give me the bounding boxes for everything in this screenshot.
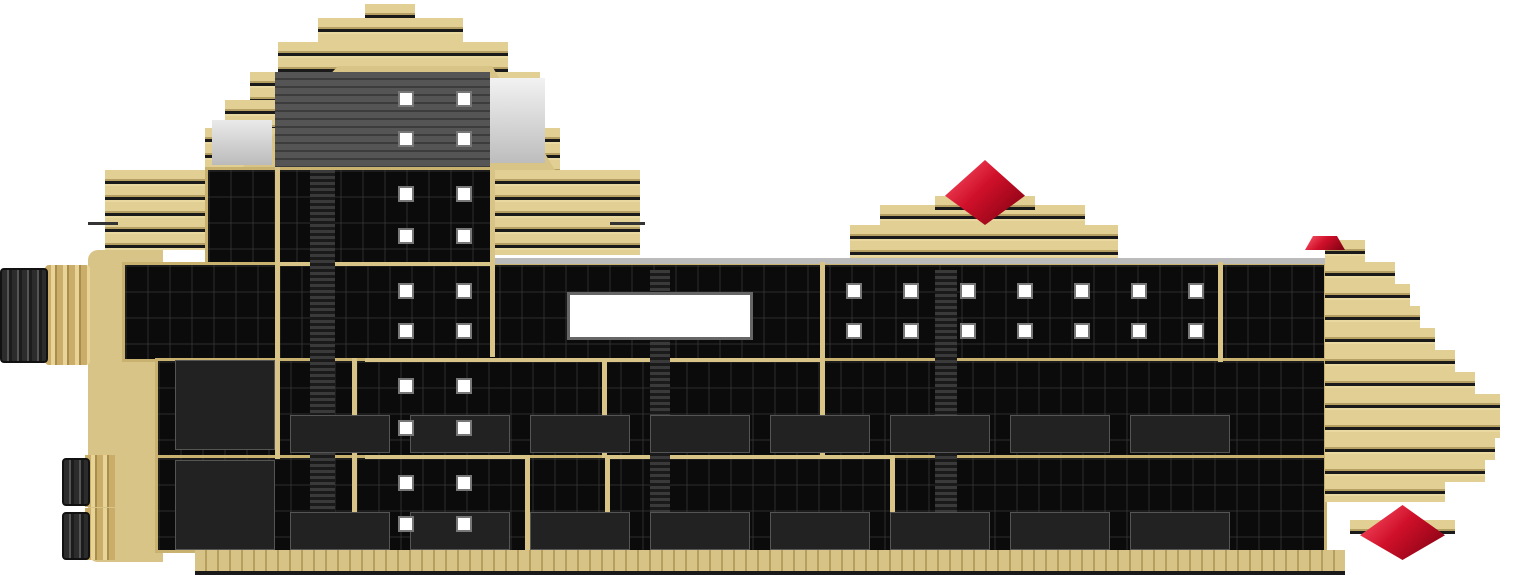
right-wing-stripes (490, 170, 640, 255)
top-rail (490, 258, 1325, 264)
nose-layer (1325, 460, 1485, 482)
window (846, 323, 862, 339)
lower-engine-collar (85, 455, 115, 507)
bulkhead (1218, 262, 1223, 362)
bulkhead (605, 455, 610, 553)
window (960, 323, 976, 339)
nose-layer (1325, 416, 1500, 438)
lower-engine (62, 512, 90, 560)
nose-layer (1325, 350, 1455, 372)
antenna-left (88, 222, 118, 225)
window (1188, 323, 1204, 339)
pipe-column (935, 270, 957, 550)
machinery-block (890, 512, 990, 550)
deck-beam (365, 455, 525, 459)
deck-beam (610, 455, 895, 459)
antenna-right (610, 222, 645, 225)
nose-layer (1325, 394, 1500, 416)
nose-layer (1325, 438, 1495, 460)
nose-layer (1325, 306, 1420, 328)
lower-engine (62, 458, 90, 506)
machinery-block (1010, 415, 1110, 453)
cockpit-right-glass (490, 78, 545, 163)
window (398, 283, 414, 299)
machinery-block (650, 512, 750, 550)
nose-layer (1325, 328, 1435, 350)
window (398, 420, 414, 436)
window (398, 516, 414, 532)
pyramid-layer (318, 18, 463, 43)
window (1131, 283, 1147, 299)
window (1131, 323, 1147, 339)
window (398, 378, 414, 394)
upper-hull (205, 167, 495, 267)
window (398, 475, 414, 491)
main-engine (0, 268, 48, 363)
window (846, 283, 862, 299)
top-cap (365, 4, 415, 22)
machinery-block (530, 415, 630, 453)
window (1074, 323, 1090, 339)
bulkhead (275, 167, 280, 459)
left-machinery (175, 360, 275, 450)
bulkhead (525, 455, 530, 553)
window (398, 91, 414, 107)
window (398, 228, 414, 244)
left-wing-stripes (105, 170, 215, 250)
machinery-block (1130, 512, 1230, 550)
machinery-block (290, 415, 390, 453)
window (1017, 283, 1033, 299)
nose-layer (1325, 262, 1395, 284)
window (456, 228, 472, 244)
window (398, 131, 414, 147)
pipe-column (310, 170, 335, 550)
window (398, 323, 414, 339)
cockpit-left-glass (212, 120, 272, 165)
bottom-gem (1360, 505, 1445, 560)
machinery-block (770, 512, 870, 550)
window (398, 186, 414, 202)
window (960, 283, 976, 299)
main-window (567, 292, 753, 340)
nose-layer (1325, 372, 1475, 394)
machinery-block (1010, 512, 1110, 550)
lower-engine-collar (85, 508, 115, 560)
bottom-base (195, 550, 1345, 575)
window (903, 323, 919, 339)
bulkhead (352, 358, 357, 553)
middle-dome (850, 225, 1118, 263)
machinery-block (770, 415, 870, 453)
window (903, 283, 919, 299)
window (456, 475, 472, 491)
machinery-block (530, 512, 630, 550)
window (456, 516, 472, 532)
window (1188, 283, 1204, 299)
window (456, 131, 472, 147)
bulkhead (602, 358, 607, 458)
main-engine-collar (45, 265, 90, 365)
window (456, 91, 472, 107)
machinery-block (650, 415, 750, 453)
nose-gem (1305, 236, 1345, 250)
window (456, 283, 472, 299)
window (456, 378, 472, 394)
window (1017, 323, 1033, 339)
machinery-block (1130, 415, 1230, 453)
window (456, 323, 472, 339)
pipe-column (650, 270, 670, 550)
deck-beam (365, 358, 825, 362)
window (1074, 283, 1090, 299)
machinery-block (290, 512, 390, 550)
nose-layer (1325, 480, 1445, 502)
window (456, 420, 472, 436)
bulkhead (890, 455, 895, 553)
deck-beam (280, 262, 495, 266)
cockpit-interior (275, 72, 490, 167)
machinery-block (890, 415, 990, 453)
window (456, 186, 472, 202)
left-machinery (175, 460, 275, 550)
nose-layer (1325, 284, 1410, 306)
